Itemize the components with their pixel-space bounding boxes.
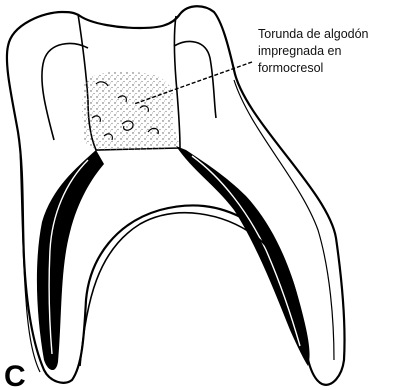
pulp-chamber-right-wall bbox=[174, 42, 216, 118]
annotation-line-2: impregnada en bbox=[258, 44, 341, 58]
panel-label: C bbox=[4, 360, 26, 390]
pulp-chamber-left-wall bbox=[42, 44, 88, 140]
annotation-line-3: formocresol bbox=[258, 61, 323, 75]
annotation-line-1: Torunda de algodón bbox=[258, 27, 369, 41]
canal-lumen-right bbox=[192, 156, 300, 346]
root-canal-right bbox=[176, 146, 310, 366]
annotation-label: Torunda de algodón impregnada en formocr… bbox=[258, 27, 372, 75]
